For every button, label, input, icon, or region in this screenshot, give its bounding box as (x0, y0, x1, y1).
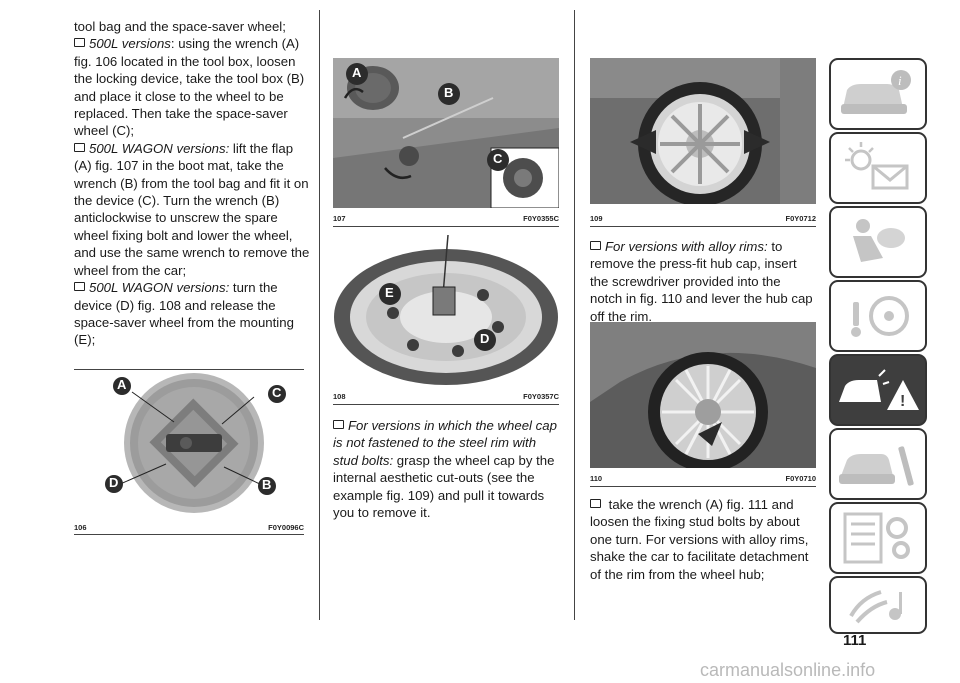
bullet-icon (590, 499, 601, 508)
fig109-image (590, 58, 816, 204)
fig109-number: 109 (590, 214, 603, 223)
fig108-number: 108 (333, 392, 346, 401)
watermark: carmanualsonline.info (700, 660, 876, 680)
emergency-icon: ! (839, 369, 919, 410)
left-column-text: tool bag and the space-saver wheel; 500L… (74, 18, 312, 349)
warning-lights-icon (845, 142, 909, 190)
fig106-caption: 106 F0Y0096C (74, 523, 304, 532)
tab-starting-driving[interactable] (829, 280, 927, 352)
technical-data-icon (843, 512, 910, 564)
bullet-icon (74, 282, 85, 292)
left-p1: tool bag and the space-saver wheel; (74, 19, 286, 34)
right-p1: For versions with alloy rims: to remove … (590, 239, 813, 324)
fig106-label-a: A (117, 377, 127, 392)
fig107-label-a: A (352, 65, 362, 80)
fig106-number: 106 (74, 523, 87, 532)
fig106-image: A C D B (74, 372, 304, 514)
right-column-text-1: For versions with alloy rims: to remove … (590, 238, 816, 325)
fig106-bottom-rule (74, 534, 304, 535)
right-p2: take the wrench (A) fig. 111 and loosen … (590, 497, 809, 582)
middle-column-text: For versions in which the wheel cap is n… (333, 417, 559, 521)
multimedia-icon (849, 590, 902, 624)
fig107-label-b: B (444, 85, 454, 100)
bullet-icon (333, 420, 344, 429)
fig107-number: 107 (333, 214, 346, 223)
bullet-icon (590, 241, 601, 250)
fig107-label-c: C (493, 151, 503, 166)
tab-multimedia[interactable] (829, 576, 927, 634)
car-info-icon: i (841, 70, 911, 114)
svg-text:!: ! (900, 393, 905, 410)
column-divider-2 (574, 10, 575, 620)
fig107-caption: 107 F0Y0355C (333, 214, 559, 223)
fig106-label-d: D (109, 475, 119, 490)
left-p4: 500L WAGON versions: turn the device (D)… (74, 280, 294, 348)
bullet-icon (74, 142, 85, 152)
tab-safety[interactable] (829, 206, 927, 278)
fig106-label-b: B (262, 477, 272, 492)
right-column-text-2: take the wrench (A) fig. 111 and loosen … (590, 496, 816, 583)
fig106-top-rule (74, 369, 304, 370)
fig109-code: F0Y0712 (785, 214, 816, 223)
maintenance-icon (839, 446, 914, 486)
fig108-label-d: D (480, 331, 490, 346)
tab-car-info[interactable]: i (829, 58, 927, 130)
fig110-number: 110 (590, 474, 603, 483)
fig109-bottom-rule (590, 226, 816, 227)
fig108-caption: 108 F0Y0357C (333, 392, 559, 401)
svg-text:i: i (898, 73, 902, 88)
fig106-code: F0Y0096C (268, 523, 304, 532)
tab-maintenance[interactable] (829, 428, 927, 500)
fig110-bottom-rule (590, 486, 816, 487)
left-p3: 500L WAGON versions: lift the flap (A) f… (74, 140, 310, 278)
fig109-caption: 109 F0Y0712 (590, 214, 816, 223)
bullet-icon (74, 38, 85, 48)
fig107-bottom-rule (333, 226, 559, 227)
fig108-bottom-rule (333, 404, 559, 405)
tab-technical-data[interactable] (829, 502, 927, 574)
safety-airbag-icon (853, 219, 905, 262)
left-p2: 500L versions: using the wrench (A) fig.… (74, 36, 305, 139)
tab-warning-lights[interactable] (829, 132, 927, 204)
fig107-code: F0Y0355C (523, 214, 559, 223)
fig107-image: A B C (333, 58, 559, 208)
fig106-label-c: C (272, 385, 282, 400)
column-divider-1 (319, 10, 320, 620)
tab-emergency[interactable]: ! (829, 354, 927, 426)
page-number: 111 (843, 632, 867, 649)
fig110-image (590, 322, 816, 468)
fig110-code: F0Y0710 (785, 474, 816, 483)
middle-p1: For versions in which the wheel cap is n… (333, 418, 557, 521)
fig108-code: F0Y0357C (523, 392, 559, 401)
starting-driving-icon (851, 296, 909, 337)
fig108-image: E D (333, 235, 559, 385)
fig110-caption: 110 F0Y0710 (590, 474, 816, 483)
fig108-label-e: E (385, 285, 394, 300)
